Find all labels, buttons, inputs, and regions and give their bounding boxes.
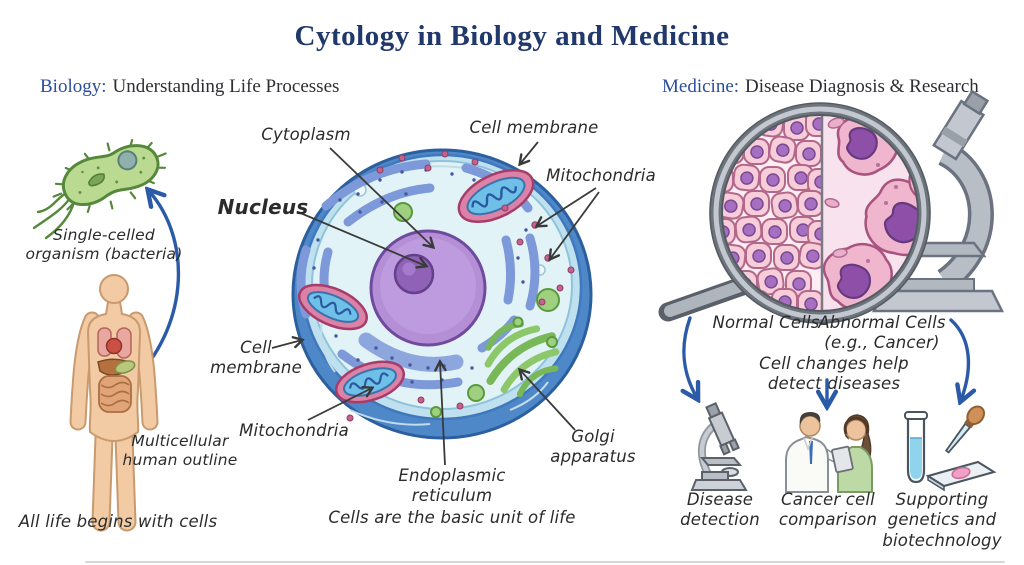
nucleus [369,229,487,347]
microscope-illustration [871,89,1005,313]
normal-cells-label: Normal Cells [712,313,820,332]
medicine-section-header: Medicine:Disease Diagnosis & Research [662,76,979,98]
arrow-to-genetics [949,318,968,400]
label-cytoplasm: Cytoplasm [261,125,351,144]
doctor-figure [785,412,854,493]
biology-subtitle: Understanding Life Processes [112,76,340,97]
cytoplasm-granules [346,150,575,422]
dropper [944,405,986,454]
medicine-flow-arrows [660,316,1024,432]
lab-tools-icon [904,405,997,492]
label-golgi-apparatus: Golgi apparatus [550,427,636,467]
cells-magnifier-illustration [658,89,1005,324]
bacteria-caption: Single-celled organism (bacteria) [25,226,183,264]
doctor-patient-icon [785,412,873,493]
bacteria-nucleoid [117,150,138,171]
biology-term: Biology: [40,76,107,97]
biology-section-header: Biology:Understanding Life Processes [40,76,339,98]
human-organs [97,327,136,413]
label-mitochondria-left: Mitochondria [239,421,349,440]
label-cell-membrane-top: Cell membrane [469,118,599,137]
test-tube [904,411,928,484]
bacteria-illustration [32,138,167,240]
icon-caption-genetics: Supporting genetics and biotechnology [882,490,1002,550]
arrow-to-disease-detection [684,316,697,398]
magnifier-rim [709,102,931,324]
label-mitochondria-right: Mitochondria [546,166,656,185]
magnifier-handle [658,274,758,322]
label-cell-membrane-left: Cell membrane [210,338,302,378]
icon-caption-cancer-comparison: Cancer cell comparison [778,490,878,530]
human-head [99,274,129,304]
bacteria-human-exchange-arrow [125,185,181,385]
human-outline [69,274,159,532]
label-endoplasmic-reticulum: Endoplasmic reticulum [398,466,506,506]
cell-caption: Cells are the basic unit of life [328,508,576,527]
medicine-term: Medicine: [662,76,740,97]
medicine-subtitle: Disease Diagnosis & Research [745,76,979,97]
microscope-icon [690,401,748,491]
bottom-divider [85,561,1005,563]
label-pointers [271,141,600,466]
slide [925,460,997,492]
abnormal-cells-label: Abnormal Cells (e.g., Cancer) [818,313,946,353]
label-nucleus: Nucleus [217,195,309,219]
mitochondrion-top-right [457,168,535,224]
mitochondrion-bottom-left [335,360,405,404]
bacteria-body [52,138,167,214]
biology-footer: All life begins with cells [18,512,218,531]
human-caption: Multicellular human outline [122,432,238,470]
golgi-apparatus [484,321,560,398]
mitochondrion-left [298,283,368,331]
icon-caption-disease-detection: Disease detection [680,490,760,530]
page-title: Cytology in Biology and Medicine [294,20,730,52]
vesicles [393,202,560,418]
cell-diagram [271,141,600,466]
medicine-note: Cell changes help detect diseases [759,354,909,394]
